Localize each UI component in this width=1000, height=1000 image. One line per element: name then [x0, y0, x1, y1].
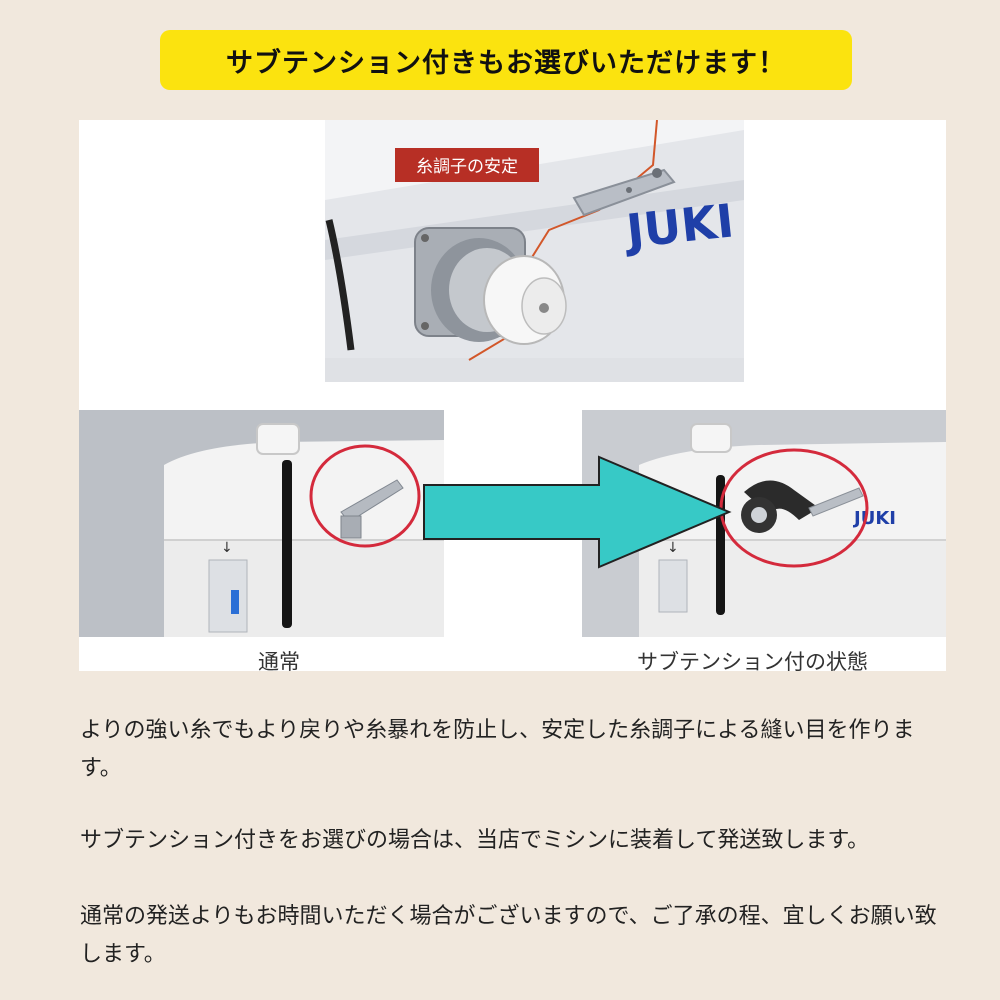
top-label: 糸調子の安定 — [416, 157, 518, 177]
paragraph-3-text: 通常の発送よりもお時間いただく場合がございますので、ご了承の程、宜しくお願い致し… — [80, 904, 937, 967]
right-brand-logo: JUKI — [852, 508, 896, 529]
caption-sub-tension: サブテンション付の状態 — [637, 650, 868, 674]
caption-normal: 通常 — [258, 650, 300, 674]
top-photo: 糸調子の安定 JUKI — [325, 120, 744, 382]
paragraph-2-text: サブテンション付きをお選びの場合は、当店でミシンに装着して発送致します。 — [80, 828, 870, 853]
paragraph-1-text: よりの強い糸でもより戻りや糸暴れを防止し、安定した糸調子による縫い目を作ります。 — [80, 718, 915, 781]
description-paragraph-1: よりの強い糸でもより戻りや糸暴れを防止し、安定した糸調子による縫い目を作ります。 — [80, 712, 950, 788]
sewing-machine-illustration: 糸調子の安定 JUKI ↓ — [79, 120, 946, 637]
photo-panel: 糸調子の安定 JUKI ↓ — [79, 120, 946, 671]
top-brand-logo: JUKI — [621, 193, 736, 258]
description-paragraph-2: サブテンション付きをお選びの場合は、当店でミシンに装着して発送致します。 — [80, 822, 950, 860]
right-arrow-icon — [423, 455, 732, 569]
banner: サブテンション付きもお選びいただけます！ — [160, 30, 852, 90]
svg-text:↓: ↓ — [221, 540, 233, 556]
svg-text:↓: ↓ — [667, 540, 679, 556]
description-paragraph-3: 通常の発送よりもお時間いただく場合がございますので、ご了承の程、宜しくお願い致し… — [80, 898, 950, 974]
left-photo: ↓ — [79, 410, 444, 637]
banner-text: サブテンション付きもお選びいただけます！ — [226, 47, 786, 79]
